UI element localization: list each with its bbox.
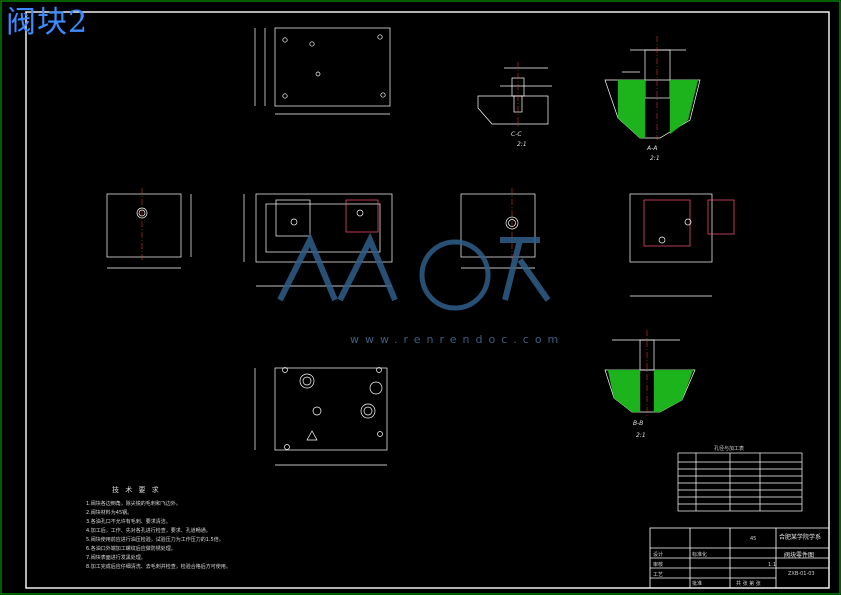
watermark-url: www.renrendoc.com (350, 333, 565, 346)
a-a-section-fill (617, 79, 646, 139)
title-block-label: 工艺 (653, 572, 664, 578)
b-b-section-fill (607, 369, 641, 413)
tech-requirement-item: 3.各油孔口不允许有毛刺、要求清洁。 (86, 519, 171, 525)
section-label-b-b: B-B (633, 420, 644, 427)
bottom-view (254, 367, 388, 466)
title-block-drawing-no: ZXB-01-03 (788, 571, 815, 577)
drawing-title: 阀块2 (6, 5, 89, 40)
title-block-drawing-name: 阀块零件图 (784, 552, 815, 559)
tech-requirements-heading: 技 术 要 求 (112, 486, 161, 494)
tech-requirement-item: 6.各油口外端加工螺纹后应做防锈处理。 (86, 546, 176, 552)
tech-requirement-item: 4.加工后，工作、先对各孔进行检查，要求、孔道畅通。 (86, 528, 211, 534)
section-label-c-c: C-C (511, 131, 522, 138)
title-block (649, 527, 830, 589)
section-label-a-a: A-A (647, 145, 658, 152)
title-block-material: 45 (750, 536, 757, 542)
title-block-label: 批准 (692, 581, 703, 587)
top-view (254, 27, 391, 115)
a-a-section-fill-right (669, 79, 699, 135)
main-front-view (243, 193, 393, 287)
title-block-label: 设计 (653, 552, 664, 558)
title-block-scale: 1:1 (768, 562, 777, 568)
section-scale-b-b: 2:1 (636, 432, 646, 439)
title-block-company: 合肥某学院学系 (779, 534, 822, 541)
watermark-logo (277, 232, 551, 311)
inner-border (25, 11, 830, 589)
right-view (629, 193, 735, 297)
hole-table-title: 孔径与加工表 (714, 446, 745, 452)
left-side-view (106, 193, 192, 269)
b-b-section-fill-right (653, 369, 694, 413)
title-block-label: 审核 (653, 562, 664, 568)
tech-requirement-item: 1.阀块各边倒角，除尖锐的毛刺和飞边外。 (86, 501, 181, 507)
section-c-c (477, 67, 552, 125)
tech-requirement-item: 5.阀块使用前应进行油压检验，试验压力为工作压力的1.5倍。 (86, 537, 224, 543)
tech-requirement-item: 7.阀块表面进行发黑处理。 (86, 555, 146, 561)
tech-requirement-item: 2.阀块材料为45钢。 (86, 510, 133, 516)
section-scale-a-a: 2:1 (650, 155, 660, 162)
title-block-label: 标准化 (692, 552, 708, 558)
tech-requirements-list: 1.阀块各边倒角，除尖锐的毛刺和飞边外。 2.阀块材料为45钢。 3.各油孔口不… (86, 500, 386, 572)
title-block-sheet: 共 张 第 张 (736, 581, 761, 587)
tech-requirement-item: 8.加工完成后应仔细清洗、去毛刺并检查，检验合格后方可使用。 (86, 564, 231, 570)
hole-table (677, 452, 803, 512)
middle-side-view (460, 193, 536, 269)
section-scale-c-c: 2:1 (517, 141, 527, 148)
